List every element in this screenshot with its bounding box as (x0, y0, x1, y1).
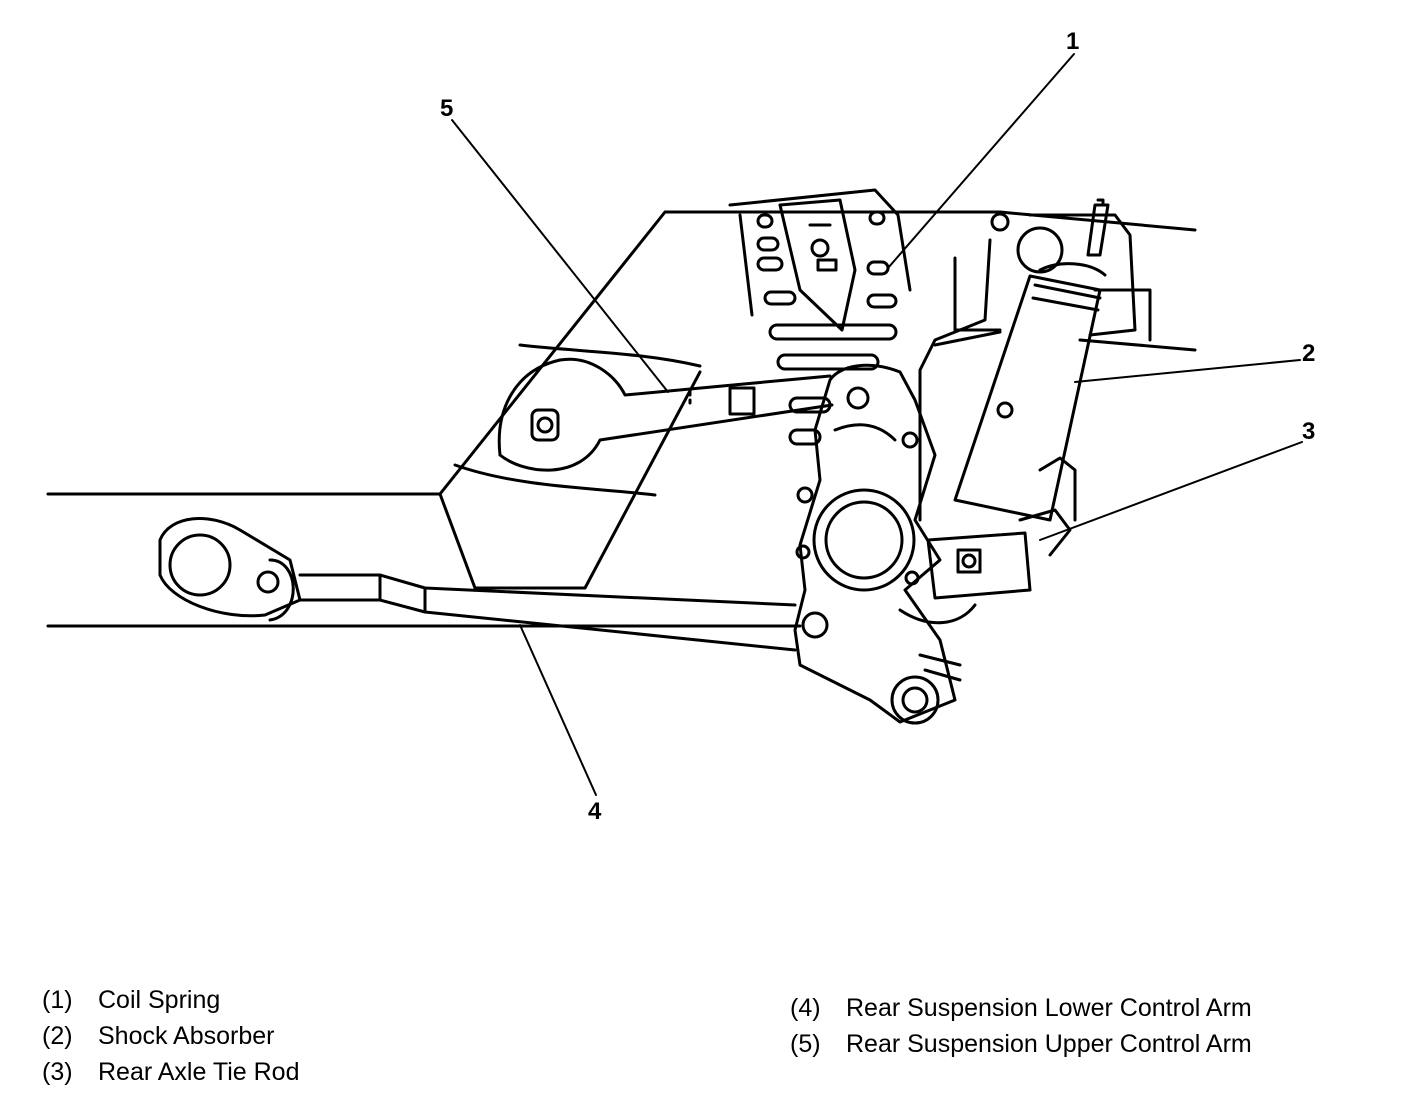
legend-number: (2) (42, 1022, 73, 1050)
callout-5: 5 (440, 95, 454, 122)
legend-text: Shock Absorber (98, 1022, 275, 1050)
legend-item-2: (2) Shock Absorber (42, 1021, 275, 1051)
legend-item-5: (5) Rear Suspension Upper Control Arm (790, 1029, 1252, 1059)
callout-1: 1 (1066, 28, 1080, 55)
legend-number: (4) (790, 994, 821, 1022)
leader-line-1 (887, 53, 1075, 269)
legend-text: Rear Suspension Lower Control Arm (846, 994, 1252, 1022)
shock-absorber (918, 198, 1137, 522)
leader-line-3 (1039, 441, 1303, 541)
legend-text: Rear Suspension Upper Control Arm (846, 1030, 1252, 1058)
legend-text: Coil Spring (98, 986, 221, 1014)
leader-line-4 (519, 624, 597, 796)
leader-line-5 (451, 119, 669, 393)
spring-coils (756, 210, 898, 446)
coil-spring (728, 188, 912, 446)
legend-item-3: (3) Rear Axle Tie Rod (42, 1057, 300, 1087)
legend-item-4: (4) Rear Suspension Lower Control Arm (790, 993, 1252, 1023)
legend-item-1: (1) Coil Spring (42, 985, 220, 1015)
legend-number: (5) (790, 1030, 821, 1058)
leader-line-2 (1074, 359, 1301, 383)
leader-lines (451, 53, 1303, 796)
upper-control-arm (497, 357, 834, 472)
legend-text: Rear Axle Tie Rod (98, 1058, 300, 1086)
lower-control-arm (158, 517, 797, 652)
tie-rod-bracket (926, 456, 1077, 600)
legend-number: (1) (42, 986, 73, 1014)
knuckle-hub-assembly (793, 363, 977, 725)
callout-2: 2 (1302, 340, 1316, 367)
callout-3: 3 (1302, 418, 1316, 445)
callout-4: 4 (588, 798, 602, 825)
vehicle-body-outline (46, 210, 1197, 628)
legend-number: (3) (42, 1058, 73, 1086)
